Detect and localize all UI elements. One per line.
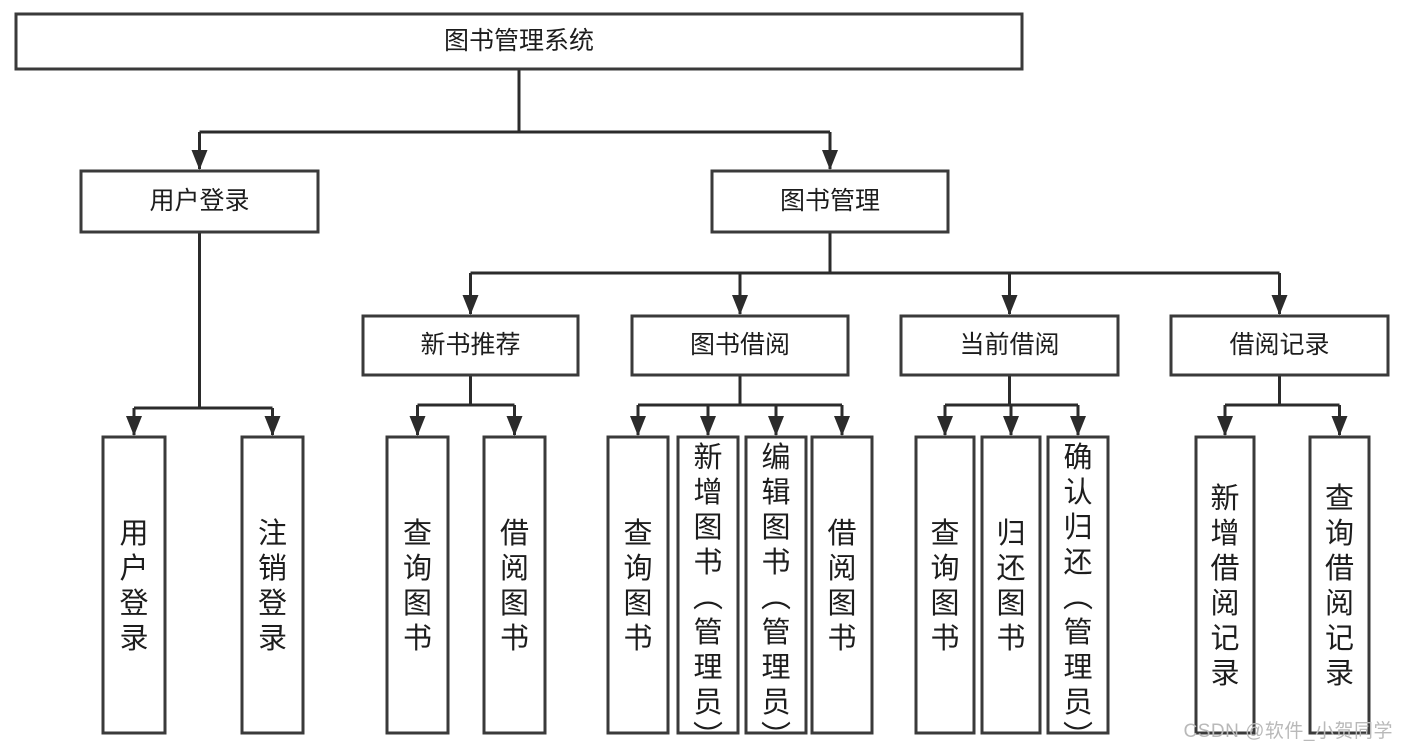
arrow-head-icon	[732, 295, 748, 315]
node-leaf-用户登录[interactable]: 用户登录	[101, 435, 167, 735]
node-level3-借阅记录[interactable]: 借阅记录	[1169, 314, 1390, 377]
node-label: 确认归还︵管理员︶	[1063, 441, 1093, 747]
node-box	[810, 435, 874, 735]
node-box	[1169, 314, 1390, 377]
node-label: 注销登录	[258, 517, 287, 655]
edge-group-当前借阅	[937, 375, 1086, 436]
node-label: 借阅图书	[500, 517, 529, 655]
node-leaf-注销登录[interactable]: 注销登录	[240, 435, 305, 735]
node-leaf-查询图书[interactable]: 查询图书	[385, 435, 450, 735]
node-label: 图书管理	[780, 187, 880, 215]
node-box	[899, 314, 1120, 377]
node-box	[1308, 435, 1371, 735]
arrow-head-icon	[768, 416, 784, 436]
arrow-head-icon	[1271, 295, 1288, 315]
node-leaf-借阅图书[interactable]: 借阅图书	[810, 435, 874, 735]
node-box	[79, 169, 320, 234]
node-leaf-归还图书[interactable]: 归还图书	[980, 435, 1042, 735]
node-level3-新书推荐[interactable]: 新书推荐	[361, 314, 580, 377]
arrow-head-icon	[191, 150, 208, 170]
node-leaf-编辑图书管理员[interactable]: 编辑图书︵管理员︶	[744, 435, 808, 747]
node-label: 查询图书	[930, 517, 959, 655]
edge-group-用户登录	[126, 232, 281, 436]
node-label: 编辑图书︵管理员︶	[761, 441, 791, 747]
arrow-head-icon	[1001, 295, 1018, 315]
node-box	[744, 435, 808, 735]
node-layer: 图书管理系统用户登录图书管理新书推荐图书借阅当前借阅借阅记录用户登录注销登录查询…	[14, 12, 1390, 747]
node-label: 新增借阅记录	[1210, 482, 1239, 690]
node-label: 当前借阅	[959, 331, 1059, 359]
node-leaf-新增借阅记录[interactable]: 新增借阅记录	[1194, 435, 1256, 735]
arrow-head-icon	[822, 150, 838, 170]
arrow-head-icon	[700, 416, 716, 436]
node-box	[710, 169, 950, 234]
arrow-head-icon	[409, 416, 426, 436]
edge-group-图书借阅	[630, 375, 850, 436]
node-label: 借阅记录	[1229, 331, 1329, 359]
node-box	[1046, 435, 1110, 735]
node-label: 查询图书	[403, 517, 432, 655]
node-box	[14, 12, 1024, 71]
node-level2-用户登录[interactable]: 用户登录	[79, 169, 320, 234]
node-leaf-查询图书[interactable]: 查询图书	[914, 435, 976, 735]
node-label: 图书借阅	[690, 331, 790, 359]
edge-group-图书管理系统	[191, 69, 838, 170]
arrow-head-icon	[937, 416, 953, 436]
arrow-head-icon	[126, 416, 142, 436]
node-box	[914, 435, 976, 735]
arrow-head-icon	[1331, 416, 1348, 436]
node-leaf-查询图书[interactable]: 查询图书	[606, 435, 670, 735]
node-box	[980, 435, 1042, 735]
node-leaf-查询借阅记录[interactable]: 查询借阅记录	[1308, 435, 1371, 735]
node-label: 借阅图书	[827, 517, 856, 655]
node-leaf-新增图书管理员[interactable]: 新增图书︵管理员︶	[676, 435, 740, 747]
node-label: 新书推荐	[420, 331, 520, 359]
arrow-head-icon	[506, 416, 523, 436]
node-level2-图书管理[interactable]: 图书管理	[710, 169, 950, 234]
arrow-head-icon	[1217, 416, 1233, 436]
arrow-head-icon	[264, 416, 281, 436]
node-box	[482, 435, 547, 735]
arrow-head-icon	[630, 416, 646, 436]
watermark-text: CSDN @软件_小贺同学	[1183, 721, 1393, 742]
node-box	[101, 435, 167, 735]
node-box	[361, 314, 580, 377]
node-label: 查询图书	[623, 517, 652, 655]
node-box	[1194, 435, 1256, 735]
node-label: 用户登录	[119, 518, 148, 655]
arrow-head-icon	[1070, 416, 1086, 436]
node-label: 用户登录	[149, 187, 249, 215]
node-root-图书管理系统[interactable]: 图书管理系统	[14, 12, 1024, 71]
node-box	[630, 314, 850, 377]
node-level3-图书借阅[interactable]: 图书借阅	[630, 314, 850, 377]
node-label: 新增图书︵管理员︶	[693, 441, 723, 747]
connector-layer	[126, 69, 1348, 436]
edge-group-新书推荐	[409, 375, 523, 436]
node-box	[606, 435, 670, 735]
edge-group-借阅记录	[1217, 375, 1348, 436]
node-box	[385, 435, 450, 735]
node-label: 图书管理系统	[444, 27, 594, 55]
node-leaf-借阅图书[interactable]: 借阅图书	[482, 435, 547, 735]
node-box	[240, 435, 305, 735]
arrow-head-icon	[1003, 416, 1019, 436]
edge-group-图书管理	[462, 232, 1288, 315]
node-level3-当前借阅[interactable]: 当前借阅	[899, 314, 1120, 377]
arrow-head-icon	[462, 295, 479, 315]
node-leaf-确认归还管理员[interactable]: 确认归还︵管理员︶	[1046, 435, 1110, 747]
node-label: 查询借阅记录	[1325, 482, 1354, 690]
node-box	[676, 435, 740, 735]
node-label: 归还图书	[996, 517, 1025, 655]
arrow-head-icon	[834, 416, 850, 436]
